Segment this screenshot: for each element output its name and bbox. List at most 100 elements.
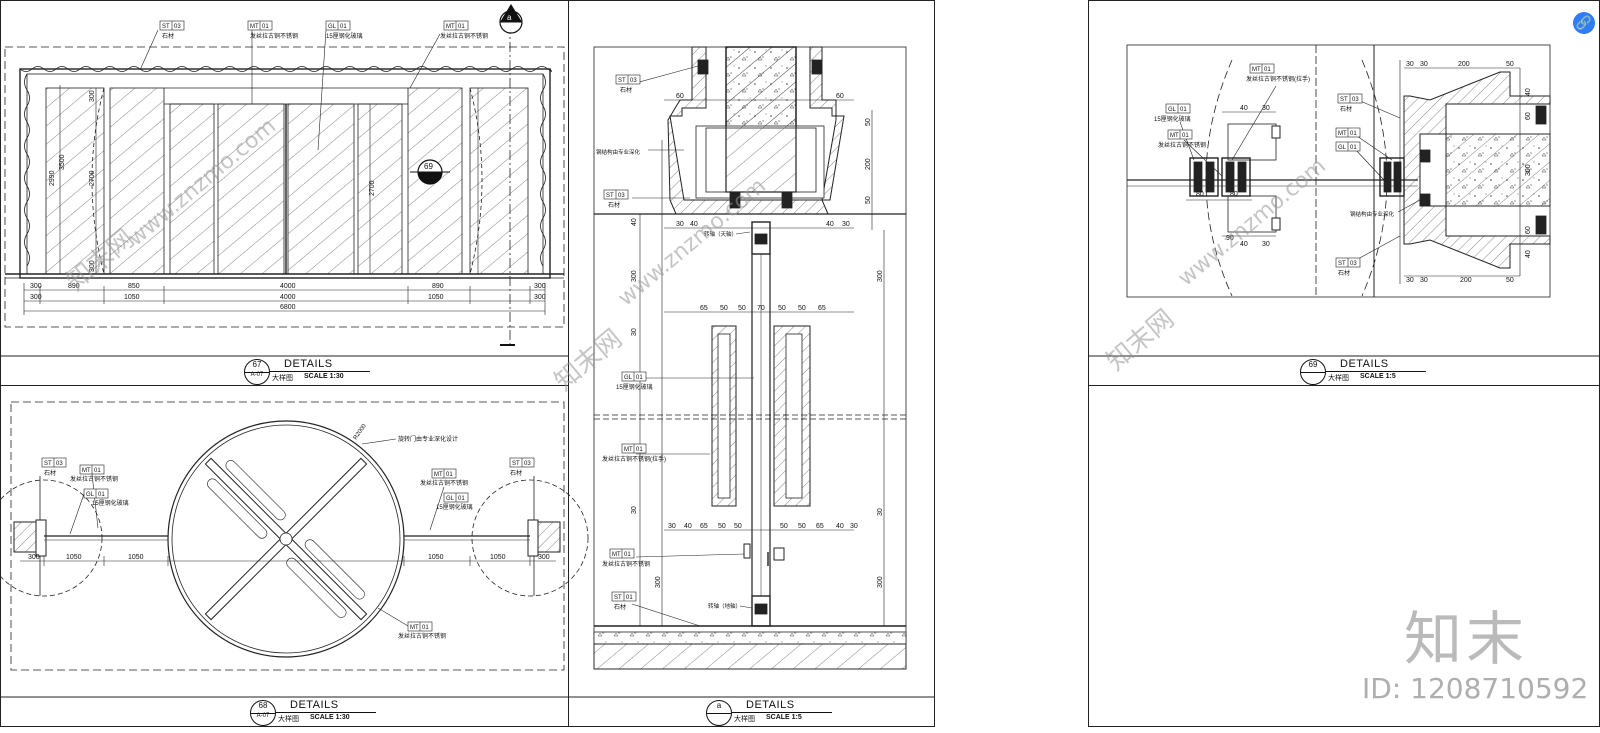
- svg-text:石材: 石材: [510, 469, 522, 477]
- svg-text:01: 01: [624, 552, 631, 558]
- svg-text:200: 200: [865, 158, 872, 170]
- svg-text:ST: ST: [606, 193, 614, 199]
- title-block-68: 68 A-07 DETAILS 大样图 SCALE 1:30: [250, 699, 380, 727]
- dim-68-c: 1050: [128, 554, 144, 561]
- dim-67-300c: 300: [30, 294, 42, 301]
- dim-67-vert-d: 2700: [369, 180, 376, 196]
- link-icon-button[interactable]: 🔗: [1573, 12, 1595, 34]
- svg-text:15厘钢化玻璃: 15厘钢化玻璃: [92, 499, 129, 507]
- svg-text:300: 300: [877, 270, 884, 282]
- svg-text:ST: ST: [512, 461, 520, 467]
- dim-67-vert-a: 3500: [59, 154, 66, 170]
- svg-text:50: 50: [778, 305, 786, 312]
- svg-text:03: 03: [1352, 97, 1359, 103]
- svg-text:90: 90: [1226, 235, 1234, 242]
- svg-text:40: 40: [1240, 105, 1248, 112]
- watermark-logo: 知末: [1404, 605, 1529, 673]
- svg-text:发丝拉古铜不锈钢: 发丝拉古铜不锈钢: [602, 560, 650, 568]
- svg-text:80: 80: [1230, 191, 1238, 198]
- svg-text:MT: MT: [410, 625, 419, 631]
- dim-67-1050b: 1050: [428, 294, 444, 301]
- svg-text:03: 03: [630, 78, 637, 84]
- title-block-69: 69 DETAILS 大样图 SCALE 1:5: [1300, 358, 1430, 386]
- svg-text:发丝拉古铜不锈钢: 发丝拉古铜不锈钢: [1158, 141, 1206, 149]
- title-circle-68: [250, 700, 276, 726]
- title-details-67: DETAILS: [284, 358, 333, 370]
- svg-text:03: 03: [618, 193, 625, 199]
- svg-text:50: 50: [865, 196, 872, 204]
- tag-a-st03-top: ST 03 石材: [615, 74, 641, 94]
- svg-text:30: 30: [877, 508, 884, 516]
- svg-text:40: 40: [684, 523, 692, 530]
- svg-text:15厘钢化玻璃: 15厘钢化玻璃: [616, 383, 653, 391]
- svg-text:MT: MT: [82, 468, 91, 474]
- svg-text:200: 200: [1458, 61, 1470, 68]
- svg-text:01: 01: [1180, 107, 1187, 113]
- title-number-68: 68: [258, 701, 268, 710]
- title-details-a: DETAILS: [746, 699, 795, 711]
- title-scale-69: SCALE 1:5: [1360, 373, 1396, 380]
- svg-text:40: 40: [826, 221, 834, 228]
- svg-text:MT: MT: [624, 447, 633, 453]
- svg-text:01: 01: [98, 492, 105, 498]
- svg-text:30: 30: [850, 523, 858, 530]
- svg-text:50: 50: [1506, 61, 1514, 68]
- detail-69: [1126, 44, 1551, 298]
- section-a-dim-text: 60 60 50 200 50 40 30 300 300 65 50 50 7…: [596, 93, 884, 610]
- section-a-leaders: [631, 65, 754, 627]
- title-scale-67: SCALE 1:30: [304, 373, 344, 380]
- svg-text:ST: ST: [1338, 261, 1346, 267]
- dim-67-4000a: 4000: [280, 283, 296, 290]
- svg-text:GL: GL: [624, 375, 633, 381]
- svg-text:ST: ST: [618, 78, 626, 84]
- section-a: [593, 46, 907, 670]
- section-marker-a: a: [499, 4, 523, 346]
- svg-text:MT: MT: [434, 472, 443, 478]
- svg-text:石材: 石材: [614, 603, 626, 611]
- svg-text:发丝拉古铜不锈钢(拉手): 发丝拉古铜不锈钢(拉手): [1246, 75, 1310, 83]
- title-block-a: a DETAILS 大样图 SCALE 1:5: [706, 699, 836, 727]
- dim-67-300a: 300: [30, 283, 42, 290]
- svg-text:30: 30: [1420, 61, 1428, 68]
- svg-text:50: 50: [798, 523, 806, 530]
- svg-text:发丝拉古铜不锈钢: 发丝拉古铜不锈钢: [420, 479, 468, 487]
- dim-67-850: 850: [128, 283, 140, 290]
- svg-text:30: 30: [1262, 105, 1270, 112]
- steel-structure-note: 钢结构由专业深化: [596, 148, 641, 156]
- svg-text:03: 03: [56, 461, 63, 467]
- svg-text:01: 01: [1350, 145, 1357, 151]
- svg-text:01: 01: [636, 375, 643, 381]
- title-number-67: 67: [252, 360, 262, 369]
- title-scale-a: SCALE 1:5: [766, 714, 802, 721]
- svg-text:GL: GL: [446, 496, 455, 502]
- svg-text:发丝拉古铜不锈钢: 发丝拉古铜不锈钢: [398, 632, 446, 640]
- title-number-a: a: [716, 701, 722, 710]
- svg-text:65: 65: [700, 305, 708, 312]
- svg-text:15厘钢化玻璃: 15厘钢化玻璃: [326, 32, 363, 40]
- title-sheet-67: A-07: [250, 372, 264, 378]
- svg-text:65: 65: [818, 305, 826, 312]
- svg-text:MT: MT: [1338, 131, 1347, 137]
- svg-text:30: 30: [1406, 277, 1414, 284]
- title-circle-a: [706, 700, 732, 726]
- title-rule-68: [276, 712, 376, 713]
- title-sheet-68: A-07: [256, 713, 270, 719]
- dim-67-total: 6800: [280, 304, 296, 311]
- dim-a-top2: 60: [836, 93, 844, 100]
- svg-text:石材: 石材: [620, 86, 632, 94]
- dim-67-300b: 300: [534, 283, 546, 290]
